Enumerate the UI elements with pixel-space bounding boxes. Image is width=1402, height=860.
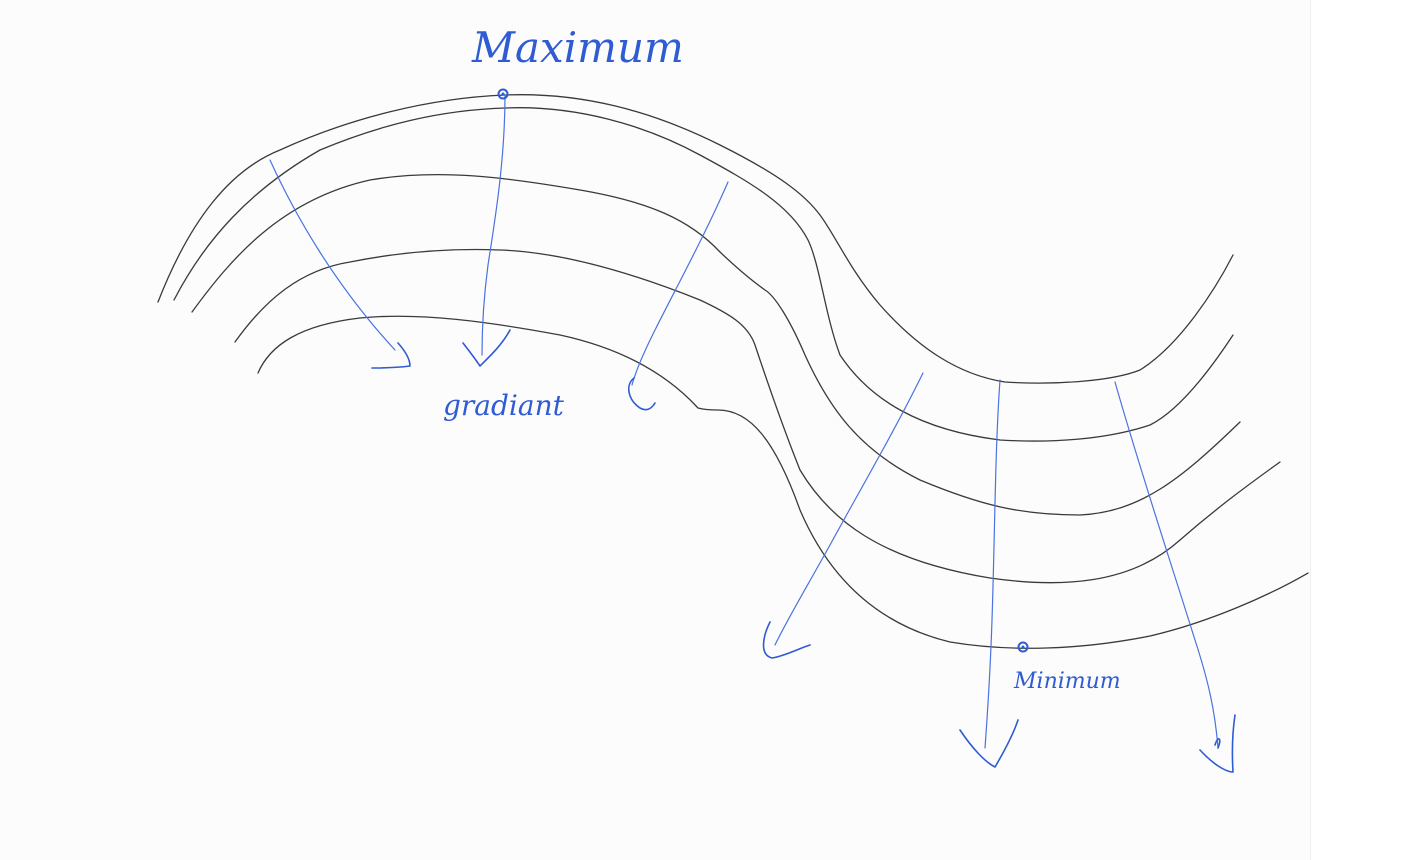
minimum-label: Minimum [1013, 669, 1121, 694]
whiteboard-canvas[interactable] [0, 0, 1310, 860]
gradient-arrows [269, 94, 1236, 773]
contour-line-3 [191, 173, 1241, 516]
maximum-marker [497, 88, 509, 100]
gradient-arrow-1-head [371, 342, 411, 369]
gradient-arrow-5 [984, 379, 1001, 749]
minimum-marker [1017, 641, 1029, 653]
gradient-arrow-4-head [762, 621, 811, 659]
page-margin [1310, 0, 1402, 860]
gradient-arrow-3-head [627, 377, 656, 411]
maximum-point-icon [497, 88, 509, 100]
contour-line-5 [257, 315, 1309, 649]
contour-line-2 [173, 107, 1234, 442]
gradient-arrow-4 [774, 372, 924, 646]
contour-line-1 [157, 94, 1234, 384]
minimum-point-icon [1017, 641, 1029, 653]
gradient-arrow-3 [631, 181, 729, 386]
gradient-arrow-6-head [1199, 714, 1236, 773]
gradient-arrow-2 [481, 94, 506, 356]
gradient-label: gradiant [443, 389, 565, 422]
contour-line-4 [234, 248, 1281, 584]
gradient-arrow-1 [269, 159, 396, 351]
gradient-arrow-5-head [959, 719, 1019, 768]
contour-lines [157, 94, 1309, 649]
gradient-arrow-6 [1114, 381, 1219, 749]
gradient-arrow-2-head [462, 329, 511, 367]
maximum-label: Maximum [471, 23, 684, 72]
